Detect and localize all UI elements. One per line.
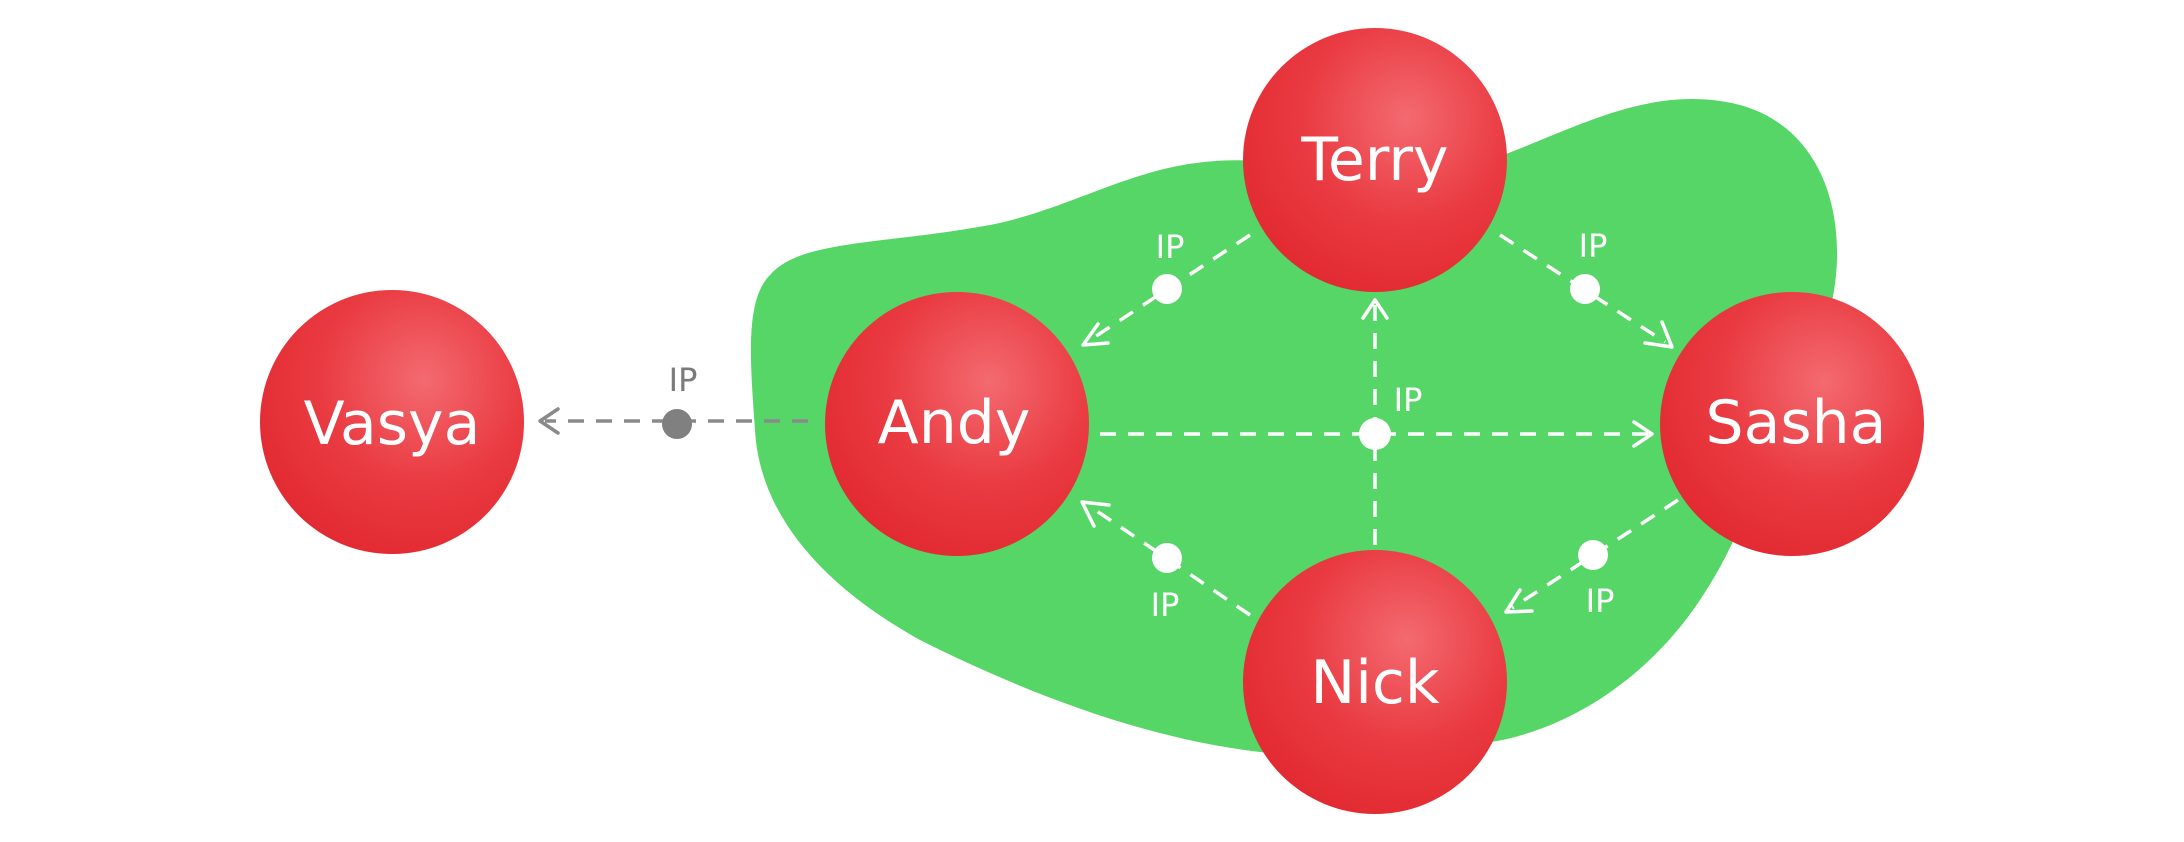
node-andy[interactable]: Andy: [825, 292, 1089, 556]
ip-dot: [1578, 540, 1608, 570]
edge-label: IP: [1586, 582, 1615, 620]
node-vasya[interactable]: Vasya: [260, 290, 524, 554]
ip-dot: [662, 409, 692, 439]
edge-sasha-nick: IP: [1504, 498, 1679, 620]
edge-andy-vasya: IP: [538, 361, 808, 439]
edge-terry-sasha: IP: [1499, 227, 1674, 349]
cluster-region: [750, 99, 1838, 755]
edge-label: IP: [669, 361, 698, 399]
edge-andy-sasha: IP: [1100, 381, 1654, 450]
node-label: Sasha: [1706, 388, 1887, 458]
ip-dot: [1152, 543, 1182, 573]
node-terry[interactable]: Terry: [1243, 28, 1507, 292]
edge-label: IP: [1156, 228, 1185, 266]
ip-dot: [1359, 418, 1391, 450]
edge-nick-andy: IP: [1080, 500, 1251, 624]
node-label: Vasya: [304, 389, 481, 459]
edge-label: IP: [1151, 586, 1180, 624]
node-label: Andy: [878, 388, 1031, 458]
edge-label: IP: [1579, 227, 1608, 265]
node-nick[interactable]: Nick: [1243, 550, 1507, 814]
ip-dot: [1152, 274, 1182, 304]
edge-label: IP: [1394, 381, 1423, 419]
node-label: Terry: [1300, 125, 1448, 195]
ip-dot: [1570, 274, 1600, 304]
node-label: Nick: [1310, 648, 1440, 718]
edge-terry-andy: IP: [1081, 228, 1251, 347]
node-sasha[interactable]: Sasha: [1660, 292, 1924, 556]
